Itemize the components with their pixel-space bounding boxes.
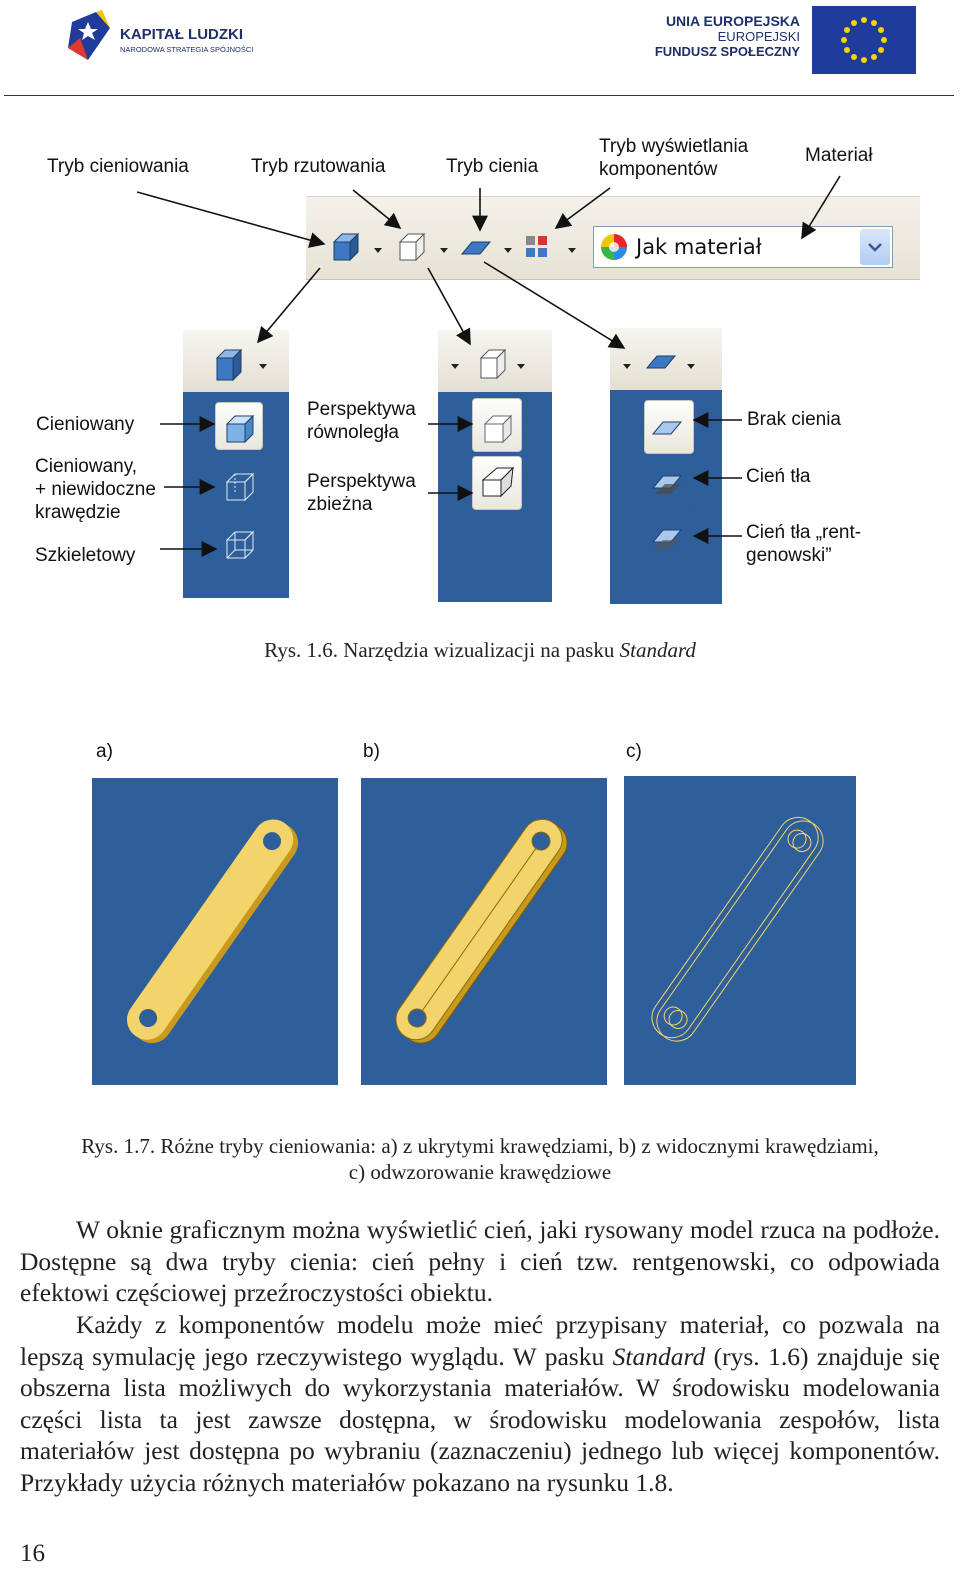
- label-perspective-line1: Perspektywa: [307, 471, 416, 492]
- link-part-visible-edges-image: [395, 818, 568, 1044]
- material-dropdown[interactable]: Jak materiał: [593, 226, 893, 268]
- label-projection-mode: Tryb rzutowania: [251, 156, 386, 177]
- body-paragraph-2-italic: Standard: [612, 1341, 706, 1371]
- label-no-shadow: Brak cienia: [747, 409, 841, 430]
- shadow-panel-plane-icon: [623, 355, 695, 369]
- fig17-label-a: a): [96, 741, 113, 762]
- link-part-wireframe-image: [651, 816, 824, 1042]
- projection-cube-icon[interactable]: [398, 232, 426, 262]
- body-paragraph-1-text: W oknie graficznym można wyświetlić cień…: [20, 1215, 940, 1307]
- kl-title: KAPITAŁ LUDZKI: [120, 26, 244, 43]
- shaded-cube-icon[interactable]: [332, 232, 360, 262]
- label-shaded-hidden-line3: krawędzie: [35, 502, 121, 523]
- label-xray-shadow-line2: genowski”: [746, 545, 832, 566]
- projection-panel-cube-icon: [451, 348, 525, 380]
- figure-1-6-caption-text: Rys. 1.6. Narzędzia wizualizacji na pask…: [264, 638, 620, 662]
- label-perspective: Perspektywa zbieżna: [307, 470, 416, 516]
- label-shaded-hidden-line2: + niewidoczne: [35, 479, 156, 500]
- no-shadow-plane-icon: [651, 421, 683, 435]
- body-paragraph-2-text-a: Każdy z komponentów modelu może mieć prz…: [20, 1310, 940, 1371]
- xray-shadow-plane-icon: [651, 529, 683, 550]
- perspective-cube-icon: [481, 466, 515, 498]
- label-shadow-mode: Tryb cienia: [446, 156, 539, 177]
- view-visible-edges: [361, 778, 607, 1085]
- chevron-down-icon: [868, 243, 882, 252]
- shading-panel-cube-icon: [215, 348, 267, 382]
- label-ground-shadow: Cień tła: [746, 466, 811, 487]
- label-display-mode-line1: Tryb wyświetlania: [599, 136, 749, 157]
- kapital-ludzki-logo: KAPITAŁ LUDZKI NARODOWA STRATEGIA SPÓJNO…: [66, 8, 276, 68]
- fig17-label-b: b): [363, 741, 380, 762]
- label-orthographic-line2: równoległa: [307, 422, 399, 443]
- figure-1-6-caption-italic: Standard: [619, 638, 696, 662]
- display-chevron-down-icon[interactable]: [568, 248, 576, 253]
- toolbar-icons: [332, 232, 576, 262]
- header-rule: [4, 95, 954, 96]
- material-dropdown-button[interactable]: [860, 229, 890, 265]
- view-wireframe: [624, 776, 856, 1085]
- eu-line2: EUROPEJSKI: [717, 29, 800, 44]
- shadow-chevron-down-icon[interactable]: [504, 248, 512, 253]
- label-display-mode-line2: komponentów: [599, 159, 718, 180]
- orthographic-cube-icon: [483, 414, 513, 444]
- shading-panel: [183, 330, 289, 598]
- label-shaded-hidden-line1: Cieniowany,: [35, 456, 138, 477]
- ground-shadow-plane-icon: [651, 475, 683, 494]
- eu-line1: UNIA EUROPEJSKA: [665, 13, 800, 29]
- figure-1-7-caption-line2: c) odwzorowanie krawędziowe: [348, 1160, 612, 1184]
- arrow-shading: [136, 191, 326, 248]
- label-xray-shadow-line1: Cień tła „rent-: [746, 522, 862, 543]
- shading-chevron-down-icon[interactable]: [374, 248, 382, 253]
- label-orthographic: Perspektywa równoległa: [307, 398, 416, 444]
- label-shaded-hidden: Cieniowany, + niewidoczne krawędzie: [35, 455, 156, 524]
- hidden-edges-button[interactable]: [215, 462, 263, 506]
- label-perspective-line2: zbieżna: [307, 494, 373, 515]
- hidden-edges-cube-icon: [225, 472, 255, 502]
- eu-text-block: UNIA EUROPEJSKA EUROPEJSKI FUNDUSZ SPOŁE…: [640, 13, 800, 59]
- material-color-wheel-icon: [601, 234, 627, 260]
- page-number: 16: [20, 1540, 45, 1567]
- label-shading-mode: Tryb cieniowania: [47, 156, 189, 177]
- body-paragraph-2: Każdy z komponentów modelu może mieć prz…: [20, 1309, 940, 1498]
- component-display-icon[interactable]: [526, 236, 547, 257]
- label-wireframe: Szkieletowy: [35, 545, 136, 566]
- shadow-panel: [610, 328, 722, 604]
- kl-subtitle: NARODOWA STRATEGIA SPÓJNOŚCI: [120, 45, 254, 54]
- label-shaded: Cieniowany: [36, 414, 135, 435]
- body-paragraph-2-text-b: (rys. 1.6) znajduje się obszerna lista m…: [20, 1341, 940, 1497]
- projection-chevron-down-icon[interactable]: [440, 248, 448, 253]
- link-part-shaded-image: [126, 819, 299, 1044]
- label-xray-shadow: Cień tła „rent- genowski”: [746, 521, 861, 567]
- label-display-mode: Tryb wyświetlania komponentów: [599, 135, 748, 181]
- kl-emblem-icon: [68, 10, 110, 60]
- label-material: Materiał: [805, 145, 873, 166]
- figure-1-7-caption: Rys. 1.7. Różne tryby cieniowania: a) z …: [0, 1133, 960, 1185]
- view-hidden-edges: [92, 778, 338, 1085]
- label-orthographic-line1: Perspektywa: [307, 399, 416, 420]
- material-value: Jak materiał: [636, 235, 762, 259]
- wireframe-cube-icon: [225, 530, 255, 560]
- subpanel-icons: [215, 348, 695, 560]
- eu-flag-icon: [812, 6, 916, 74]
- body-paragraph-1: W oknie graficznym można wyświetlić cień…: [20, 1214, 940, 1309]
- figure-1-7-caption-line1: Rys. 1.7. Różne tryby cieniowania: a) z …: [81, 1134, 879, 1158]
- figure-1-6-caption: Rys. 1.6. Narzędzia wizualizacji na pask…: [0, 638, 960, 663]
- shaded-cube-icon: [225, 414, 255, 444]
- shadow-plane-icon[interactable]: [460, 241, 492, 255]
- fig17-label-c: c): [626, 741, 642, 762]
- eu-line3: FUNDUSZ SPOŁECZNY: [654, 44, 800, 59]
